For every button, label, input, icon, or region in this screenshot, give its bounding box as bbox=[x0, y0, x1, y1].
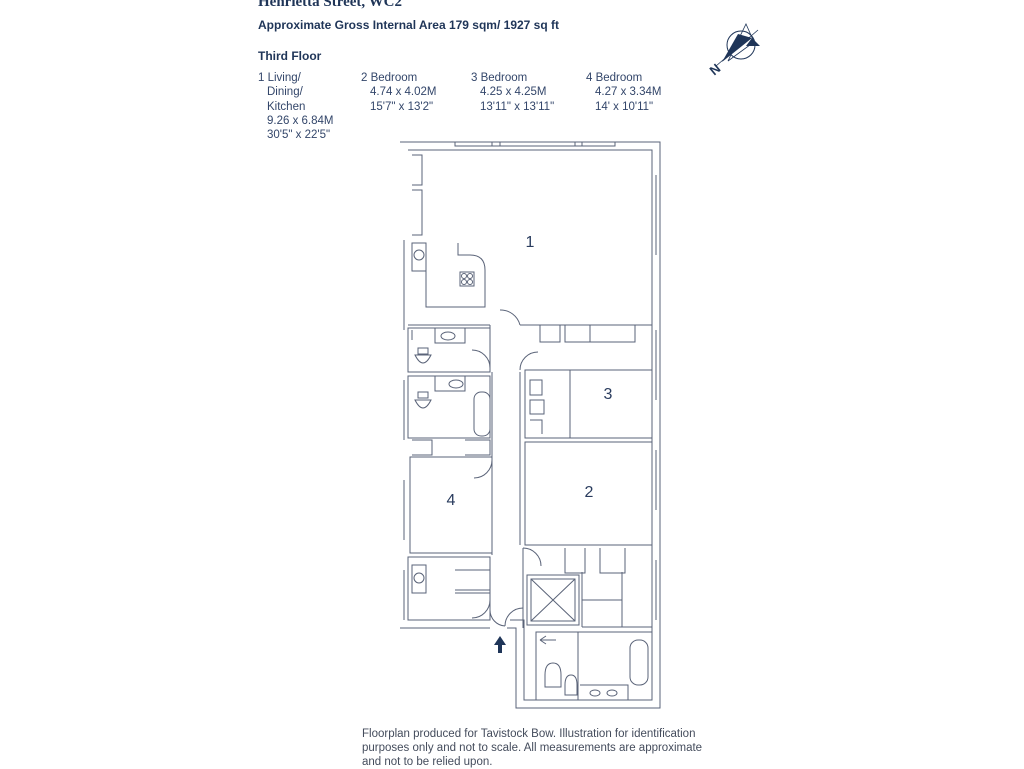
room-metric: 4.27 x 3.34M bbox=[595, 86, 662, 99]
lift-cross bbox=[530, 578, 576, 622]
room-imperial: 30'5" x 22'5" bbox=[267, 129, 331, 142]
ensuite3 bbox=[525, 369, 571, 438]
room-spec-1: 1 Living/ Dining/ Kitchen 9.26 x 6.84M 3… bbox=[258, 71, 333, 142]
room-imperial: 13'11" x 13'11" bbox=[480, 100, 555, 113]
inner-wall bbox=[408, 149, 653, 701]
room-label-4: 4 bbox=[447, 492, 456, 509]
room-spec-4: 4 Bedroom 4.27 x 3.34M 14' x 10'11" bbox=[586, 71, 661, 114]
lift bbox=[526, 574, 580, 626]
room-name: 4 Bedroom bbox=[586, 72, 643, 84]
room-name: 1 Living/ bbox=[258, 72, 301, 84]
corridor-wall-right bbox=[519, 372, 524, 628]
room-metric: 9.26 x 6.84M bbox=[267, 114, 334, 127]
room-name: 2 Bedroom bbox=[361, 72, 418, 84]
floor-name: Third Floor bbox=[258, 49, 322, 63]
property-title: Henrietta Street, WC2 bbox=[258, 0, 402, 10]
bath4-fixtures bbox=[414, 376, 466, 409]
room-imperial: 15'7" x 13'2" bbox=[370, 100, 434, 113]
room4 bbox=[409, 456, 493, 554]
entrance-arrow-icon bbox=[494, 636, 506, 653]
wc1 bbox=[407, 327, 491, 373]
compass-north-label: N bbox=[707, 61, 724, 79]
door-swing bbox=[471, 309, 542, 627]
room-name: Dining/ bbox=[267, 86, 303, 99]
room3 bbox=[524, 369, 653, 439]
compass-icon: N bbox=[707, 23, 760, 79]
wc1-fixtures bbox=[414, 328, 466, 364]
room-label-1: 1 bbox=[526, 234, 535, 251]
disclaimer: Floorplan produced for Tavistock Bow. Il… bbox=[362, 728, 703, 768]
room-name: Kitchen bbox=[267, 100, 306, 113]
room2 bbox=[524, 441, 653, 546]
room-spec-3: 3 Bedroom 4.25 x 4.25M 13'11" x 13'11" bbox=[471, 71, 554, 114]
room-metric: 4.25 x 4.25M bbox=[480, 86, 547, 99]
room-label-2: 2 bbox=[585, 484, 594, 501]
room-name: 3 Bedroom bbox=[471, 72, 528, 84]
bathtub-icon bbox=[629, 639, 649, 686]
room-metric: 4.74 x 4.02M bbox=[370, 86, 437, 99]
windows bbox=[403, 142, 657, 620]
bathtub-icon bbox=[473, 391, 491, 437]
utility bbox=[407, 556, 491, 621]
gross-area: Approximate Gross Internal Area 179 sqm/… bbox=[258, 18, 560, 32]
room-spec-2: 2 Bedroom 4.74 x 4.02M 15'7" x 13'2" bbox=[361, 71, 436, 114]
hob-icon bbox=[459, 271, 475, 287]
room-label-3: 3 bbox=[604, 386, 613, 403]
wc-extension bbox=[535, 631, 579, 701]
kitchen-counter bbox=[425, 243, 486, 308]
outer-wall bbox=[400, 141, 661, 709]
bath-extension bbox=[577, 631, 653, 701]
basin-icon bbox=[440, 331, 456, 341]
room-imperial: 14' x 10'11" bbox=[595, 100, 654, 113]
